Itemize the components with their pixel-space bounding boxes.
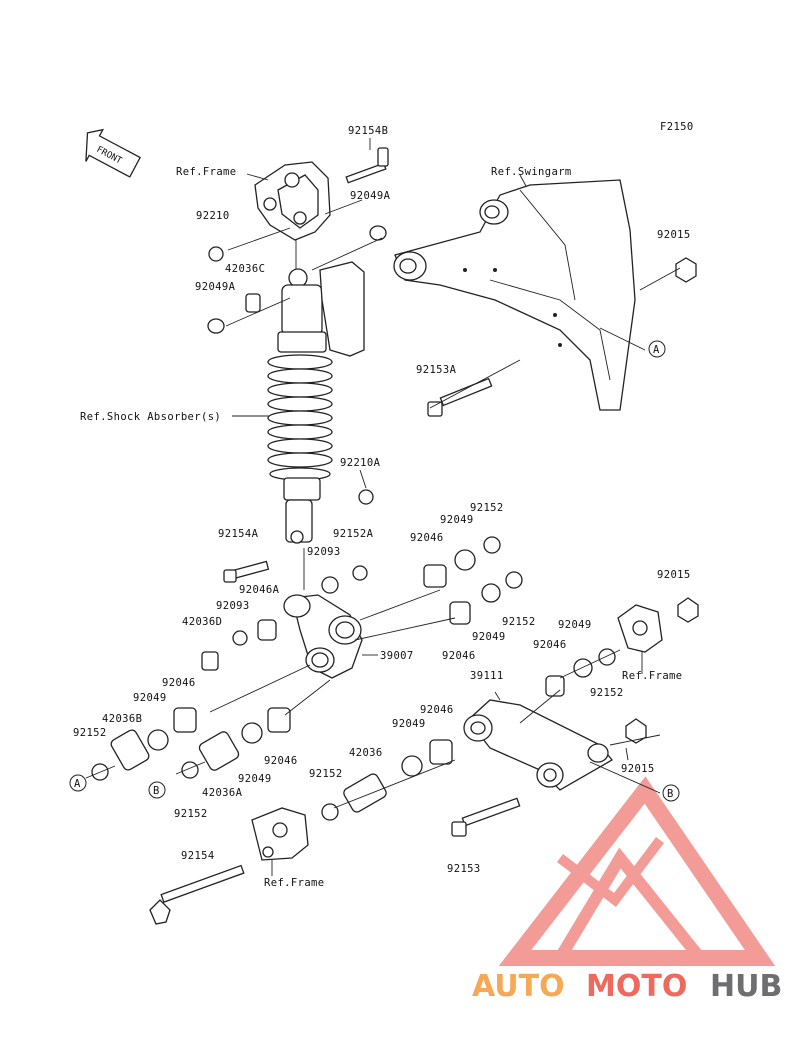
upper-frame-bracket [254, 161, 331, 270]
part-label: 92210 [196, 210, 230, 222]
part-label: 92049 [472, 631, 506, 643]
part-label: 92152 [174, 808, 208, 820]
part-label: 92210A [340, 457, 381, 469]
part-label: 92049A [350, 190, 391, 202]
watermark-part1: AUTO [472, 969, 565, 1004]
leader-lines [85, 138, 681, 809]
ref-frame-top: Ref.Frame [176, 166, 237, 178]
part-label: 42036C [225, 263, 265, 275]
ref-frame-bottom: Ref.Frame [264, 877, 325, 889]
part-label: 92152A [333, 528, 374, 540]
part-label: 42036 [349, 747, 383, 759]
part-label: 92049 [392, 718, 426, 730]
part-label: 92049A [195, 281, 236, 293]
bolt-92153 [451, 797, 521, 837]
small-parts [91, 225, 699, 821]
part-label: 92154B [348, 125, 388, 137]
watermark-logo [498, 776, 776, 966]
part-label: 92015 [621, 763, 655, 775]
callout-a-left: A [69, 774, 87, 792]
part-label: 42036D [182, 616, 222, 628]
part-label: 92046 [442, 650, 476, 662]
front-arrow-icon: FRONT [85, 128, 141, 178]
part-label: 42036B [102, 713, 142, 725]
swingarm [393, 179, 636, 411]
svg-text:A: A [653, 344, 660, 356]
callout-a-right: A [648, 340, 666, 358]
tie-rod-39111 [463, 699, 613, 791]
part-label: 92049 [133, 692, 167, 704]
part-label: 92152 [73, 727, 107, 739]
part-label: 92046 [162, 677, 196, 689]
part-label: 92015 [657, 569, 691, 581]
part-label: 42036A [202, 787, 243, 799]
part-label: 92154A [218, 528, 259, 540]
bolt-92154B [345, 147, 389, 184]
right-frame-bracket [617, 604, 663, 674]
part-label: 92046 [533, 639, 567, 651]
watermark-text: AUTO MOTO HUB [472, 969, 782, 1004]
rocker-arm-39007 [283, 594, 363, 679]
shock-absorber [267, 261, 365, 544]
bolt-92153A [427, 377, 493, 417]
svg-text:B: B [153, 785, 160, 797]
part-label: 92152 [470, 502, 504, 514]
part-label: 39007 [380, 650, 414, 662]
part-label: 92049 [440, 514, 474, 526]
part-label: 92152 [309, 768, 343, 780]
callout-b-right: B [662, 784, 680, 802]
svg-text:B: B [667, 788, 674, 800]
part-label: 92093 [216, 600, 250, 612]
part-label: 92046 [410, 532, 444, 544]
watermark-part2: MOTO [586, 969, 687, 1004]
part-label: 92152 [502, 616, 536, 628]
part-label: 92152 [590, 687, 624, 699]
part-label: 92153 [447, 863, 481, 875]
ref-shock-absorber: Ref.Shock Absorber(s) [80, 411, 221, 423]
bolt-92154A [223, 560, 270, 583]
part-label: 92154 [181, 850, 215, 862]
part-label: 92046 [420, 704, 454, 716]
part-label: 92015 [657, 229, 691, 241]
part-label: 92046 [264, 755, 298, 767]
part-label: 92153A [416, 364, 457, 376]
bolt-92154 [149, 864, 245, 925]
part-label: 92049 [238, 773, 272, 785]
svg-text:A: A [74, 778, 81, 790]
ref-frame-right: Ref.Frame [622, 670, 683, 682]
part-label: 92049 [558, 619, 592, 631]
part-number-labels: 92154B 92049A 92210 42036C 92049A 92015 … [73, 125, 691, 875]
watermark-part3: HUB [710, 969, 782, 1004]
part-label: 92093 [307, 546, 341, 558]
part-label: 92046A [239, 584, 280, 596]
bottom-frame-bracket [251, 807, 309, 876]
shock-spring [267, 354, 333, 481]
ref-swingarm: Ref.Swingarm [491, 166, 572, 178]
figure-code: F2150 [660, 121, 694, 133]
part-label: 39111 [470, 670, 504, 682]
callout-b-left: B [148, 781, 166, 799]
